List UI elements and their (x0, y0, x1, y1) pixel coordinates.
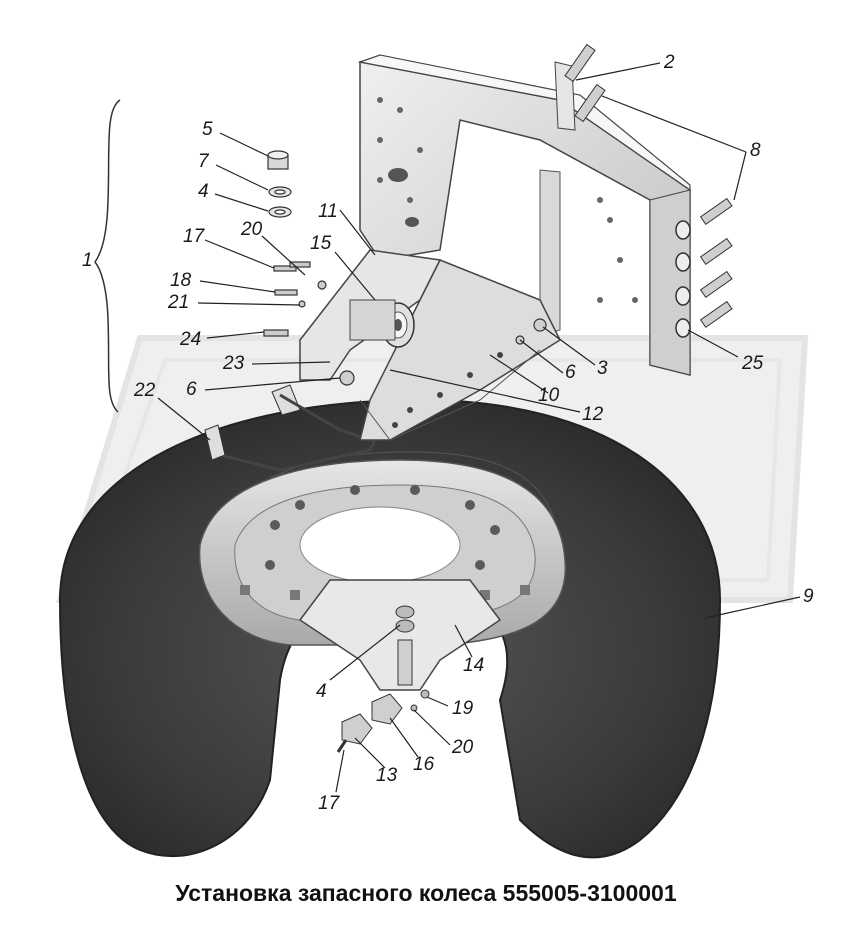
callout-25: 25 (741, 353, 764, 374)
lower-fasteners (336, 689, 430, 753)
callout-11: 11 (318, 201, 338, 222)
callout-23: 23 (222, 353, 245, 374)
exploded-hardware (263, 150, 327, 337)
callout-17-upper: 17 (183, 226, 206, 247)
callout-13: 13 (376, 765, 398, 786)
pivot-roller (349, 299, 415, 348)
frame-plate-bolts (554, 43, 733, 338)
callout-18: 18 (170, 270, 192, 291)
callout-10: 10 (538, 385, 560, 406)
callout-21: 21 (167, 292, 189, 313)
assembly-brace (94, 99, 121, 413)
callout-3: 3 (597, 358, 608, 379)
figure-caption: Установка запасного колеса 555005-310000… (175, 880, 677, 906)
callout-6-left: 6 (186, 379, 197, 400)
clamp-plate (298, 579, 502, 691)
callout-19: 19 (452, 698, 474, 719)
callout-17-lower: 17 (318, 793, 341, 814)
leader-lines (157, 62, 801, 793)
callout-22: 22 (133, 380, 156, 401)
callout-8: 8 (750, 140, 761, 161)
callout-2: 2 (663, 52, 675, 73)
callout-15: 15 (310, 233, 332, 254)
callout-1: 1 (82, 250, 93, 271)
support-strap (204, 384, 377, 472)
callout-20-lower: 20 (451, 737, 474, 758)
callout-5: 5 (202, 119, 213, 140)
pins-bushings (339, 318, 547, 386)
callout-7: 7 (198, 151, 210, 172)
callout-4-upper: 4 (198, 181, 209, 202)
callout-labels: 1 2 3 4 4 5 6 6 7 8 9 10 11 12 13 14 15 … (82, 52, 814, 814)
callout-14: 14 (463, 655, 484, 676)
callout-24: 24 (179, 329, 201, 350)
callout-12: 12 (582, 404, 604, 425)
callout-16: 16 (413, 754, 435, 775)
callout-6-right: 6 (565, 362, 576, 383)
callout-9: 9 (803, 586, 814, 607)
callout-4-lower: 4 (316, 681, 327, 702)
callout-20-upper: 20 (240, 219, 263, 240)
